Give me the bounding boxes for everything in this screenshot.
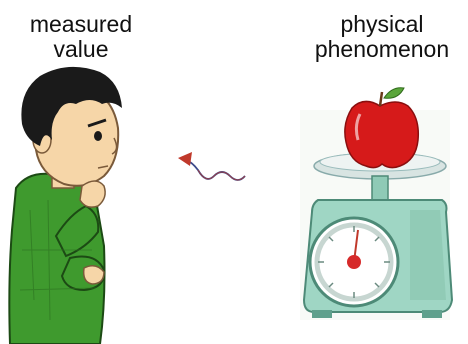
kitchen-scale-icon <box>300 110 454 320</box>
wavy-arrow-icon <box>178 152 246 181</box>
label-line: physical <box>340 11 424 37</box>
label-line: value <box>53 36 109 62</box>
physical-phenomenon-label: physical phenomenon <box>296 12 468 62</box>
label-line: phenomenon <box>314 36 450 62</box>
label-line: measured <box>29 11 133 37</box>
thinking-man-icon <box>8 66 123 344</box>
measured-value-label: measured value <box>10 12 152 62</box>
apple-icon <box>344 87 420 169</box>
